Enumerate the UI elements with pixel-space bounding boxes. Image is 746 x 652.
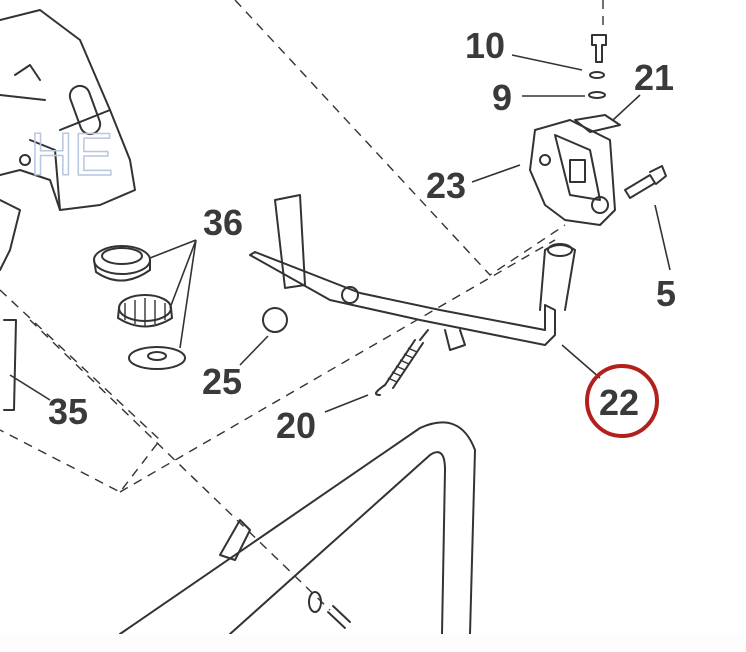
assembly-line [29,319,331,611]
part-23-bracket [529,119,616,226]
part-9-washer [588,91,606,99]
part-25-ball [262,307,288,333]
assembly-line [234,0,566,276]
callout-5: 5 [656,273,676,314]
leader-line [9,374,51,401]
frame-loop [119,421,476,635]
watermark: HE [30,121,113,188]
leader-line [511,54,583,71]
callout-20: 20 [276,405,316,446]
callout-23: 23 [426,165,466,206]
callout-25: 25 [202,361,242,402]
part-36-bearing-set [93,245,186,370]
callout-35: 35 [48,391,88,432]
callout-9: 9 [492,77,512,118]
part-21-plate [574,114,621,133]
leader-line [561,344,601,379]
callout-10: 10 [465,25,505,66]
part-35-rod [3,319,17,411]
leader-line [324,394,369,413]
leader-line [239,335,269,366]
part-10-bolt [591,34,607,63]
part-20-spring [375,329,429,396]
callout-36: 36 [203,202,243,243]
assembly-line [0,289,161,493]
bottom-margin [0,634,746,652]
leader-line [471,164,521,183]
leader-line [654,204,671,271]
part-5-bolt [624,165,667,199]
callout-22: 22 [599,382,639,423]
assembly-line [119,239,556,493]
highlight-circle [585,364,659,438]
callout-21: 21 [634,57,674,98]
frame-head-part [0,9,136,271]
leader-line [149,239,197,349]
part-22-side-stand [249,194,576,351]
leader-line [612,94,641,121]
